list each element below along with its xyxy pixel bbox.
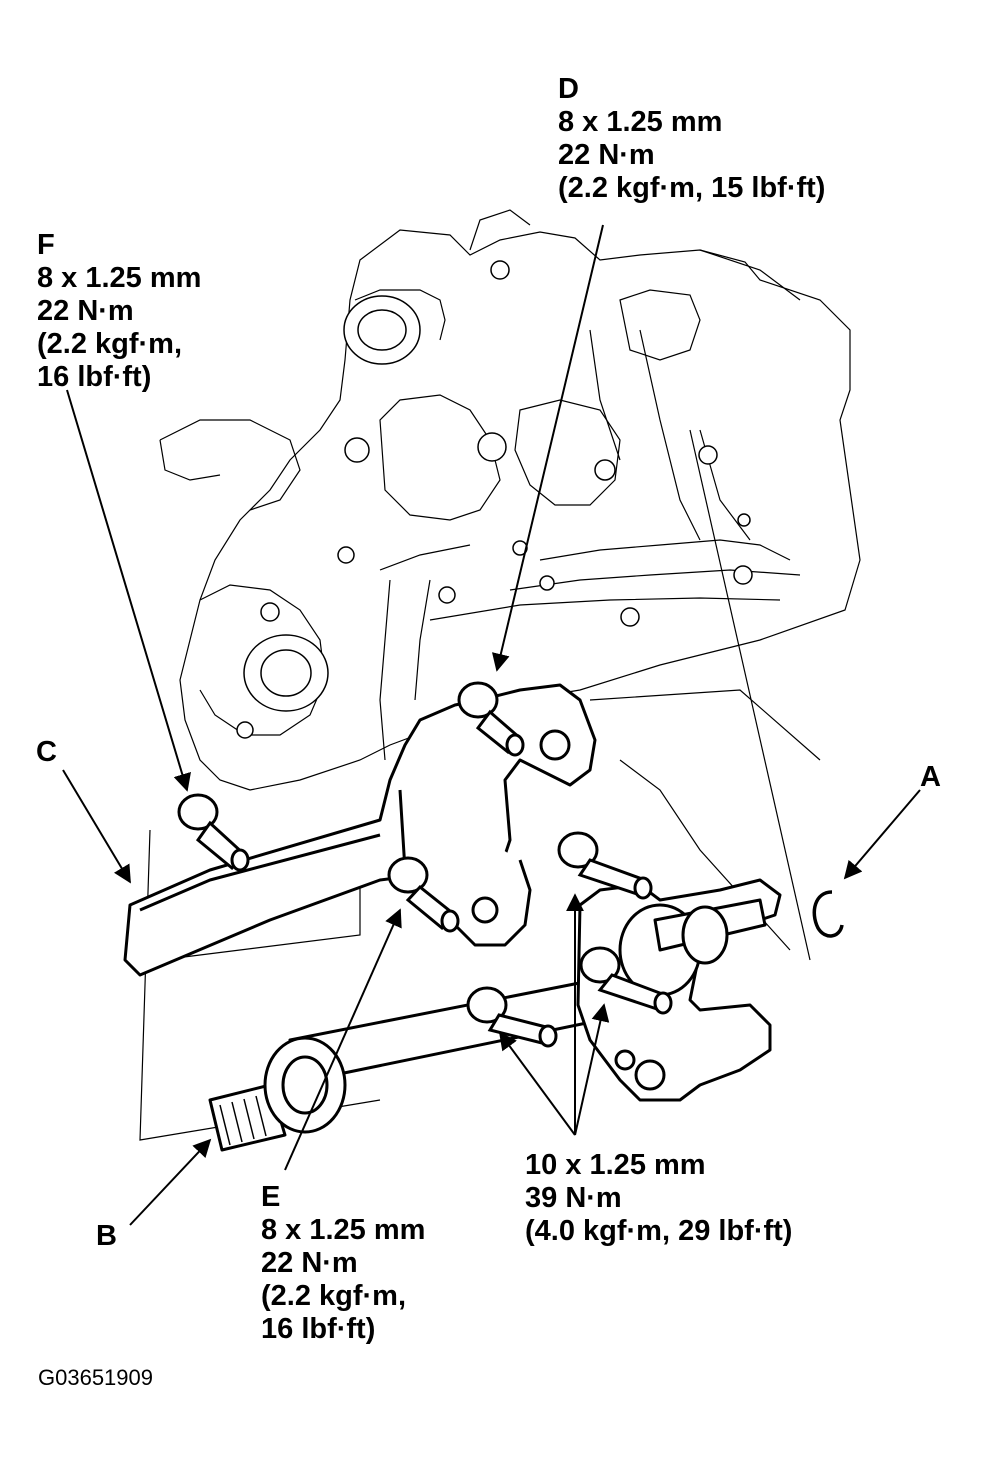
callout-10mm-size: 10 x 1.25 mm	[525, 1149, 706, 1181]
callout-E-alt-2: 16 lbf·ft)	[261, 1313, 376, 1345]
leader-lines	[62, 224, 921, 1226]
callout-10mm-torque: 39 N·m	[525, 1182, 622, 1214]
callout-F-torque: 22 N·m	[37, 295, 134, 327]
label-C: C	[36, 736, 57, 768]
bolt-F	[177, 793, 250, 872]
leader-10mm-2	[574, 1003, 610, 1136]
leader-D	[491, 224, 604, 672]
callout-D: D 8 x 1.25 mm 22 N·m (2.2 kgf·m, 15 lbf·…	[558, 73, 825, 205]
callout-10mm-bolts: 10 x 1.25 mm 39 N·m (4.0 kgf·m, 29 lbf·f…	[525, 1149, 792, 1248]
bolt-10mm-upper	[557, 831, 653, 900]
label-B: B	[96, 1220, 117, 1252]
callout-D-letter: D	[558, 73, 579, 105]
callout-E: E 8 x 1.25 mm 22 N·m (2.2 kgf·m, 16 lbf·…	[261, 1181, 425, 1346]
bolt-10mm-lower	[466, 986, 558, 1048]
callout-E-size: 8 x 1.25 mm	[261, 1214, 426, 1246]
leader-F	[66, 389, 191, 792]
callout-E-torque: 22 N·m	[261, 1247, 358, 1279]
figure-code: G03651909	[38, 1365, 153, 1390]
engine-block-bosses	[236, 260, 753, 739]
bolt-D	[457, 681, 525, 757]
leader-10mm-3	[498, 1031, 576, 1136]
callout-F-letter: F	[37, 229, 55, 261]
callout-10mm-alt: (4.0 kgf·m, 29 lbf·ft)	[525, 1215, 793, 1247]
leader-A	[843, 789, 921, 880]
leader-E	[284, 908, 402, 1171]
leader-C	[62, 769, 131, 884]
callout-F-alt-1: (2.2 kgf·m,	[37, 328, 183, 360]
bolt-10mm-middle	[579, 946, 673, 1015]
callout-F: F 8 x 1.25 mm 22 N·m (2.2 kgf·m, 16 lbf·…	[37, 229, 201, 394]
callout-F-alt-2: 16 lbf·ft)	[37, 361, 152, 393]
callout-E-letter: E	[261, 1181, 281, 1213]
callout-D-size: 8 x 1.25 mm	[558, 106, 723, 138]
intermediate-shaft-assembly	[123, 683, 782, 1152]
bolt-E	[387, 856, 460, 933]
callout-F-size: 8 x 1.25 mm	[37, 262, 202, 294]
callout-D-alt: (2.2 kgf·m, 15 lbf·ft)	[558, 172, 826, 204]
label-A: A	[920, 761, 941, 793]
leader-B	[129, 1138, 212, 1226]
callout-E-alt-1: (2.2 kgf·m,	[261, 1280, 407, 1312]
callout-D-torque: 22 N·m	[558, 139, 655, 171]
circlip	[812, 890, 844, 938]
